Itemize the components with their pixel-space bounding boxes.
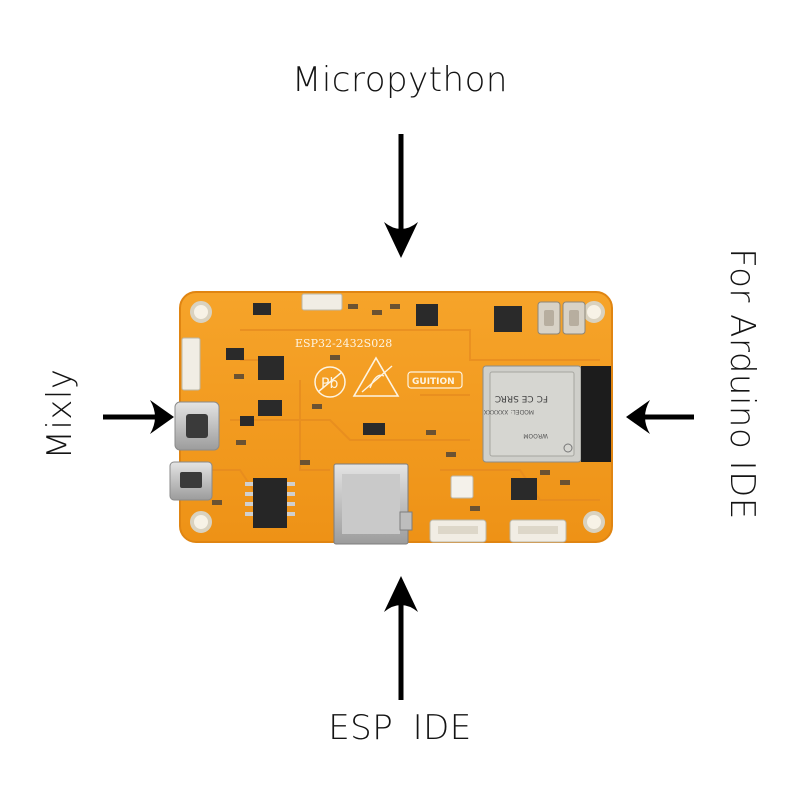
arrow-down-icon xyxy=(384,134,418,258)
mounting-holes xyxy=(190,301,605,533)
left-connector xyxy=(181,337,201,391)
svg-text:WROOM: WROOM xyxy=(523,432,548,439)
esp32-board: ESP32-2432S028 Pb GUITION FC CE SRRC MOD… xyxy=(169,291,613,545)
sd-card-slot xyxy=(333,463,413,545)
svg-text:GUITION: GUITION xyxy=(412,377,455,387)
board-model-silkscreen: ESP32-2432S028 xyxy=(295,337,392,350)
reset-boot-buttons xyxy=(537,301,586,335)
small-chips xyxy=(226,303,537,500)
sop-chip xyxy=(245,478,295,528)
esp32-module: FC CE SRRC MODEL: XXXXXX WROOM xyxy=(482,365,611,463)
arrow-right-icon xyxy=(103,400,174,434)
top-connector xyxy=(301,293,343,311)
svg-text:Pb: Pb xyxy=(321,376,338,392)
svg-text:FC CE SRRC: FC CE SRRC xyxy=(495,393,548,403)
passive-components xyxy=(212,304,570,511)
bottom-connectors xyxy=(429,519,567,543)
arrow-up-icon xyxy=(384,576,418,700)
arrow-left-icon xyxy=(626,400,694,434)
light-sensor xyxy=(450,475,474,499)
pb-free-icon: Pb xyxy=(314,366,346,398)
brand-badge: GUITION xyxy=(407,371,463,389)
esp-idf-label: ESP IDE xyxy=(328,708,472,748)
micropython-label: Micropython xyxy=(292,60,508,100)
esd-warning-icon xyxy=(352,356,400,397)
svg-text:MODEL: XXXXXX: MODEL: XXXXXX xyxy=(484,408,534,415)
